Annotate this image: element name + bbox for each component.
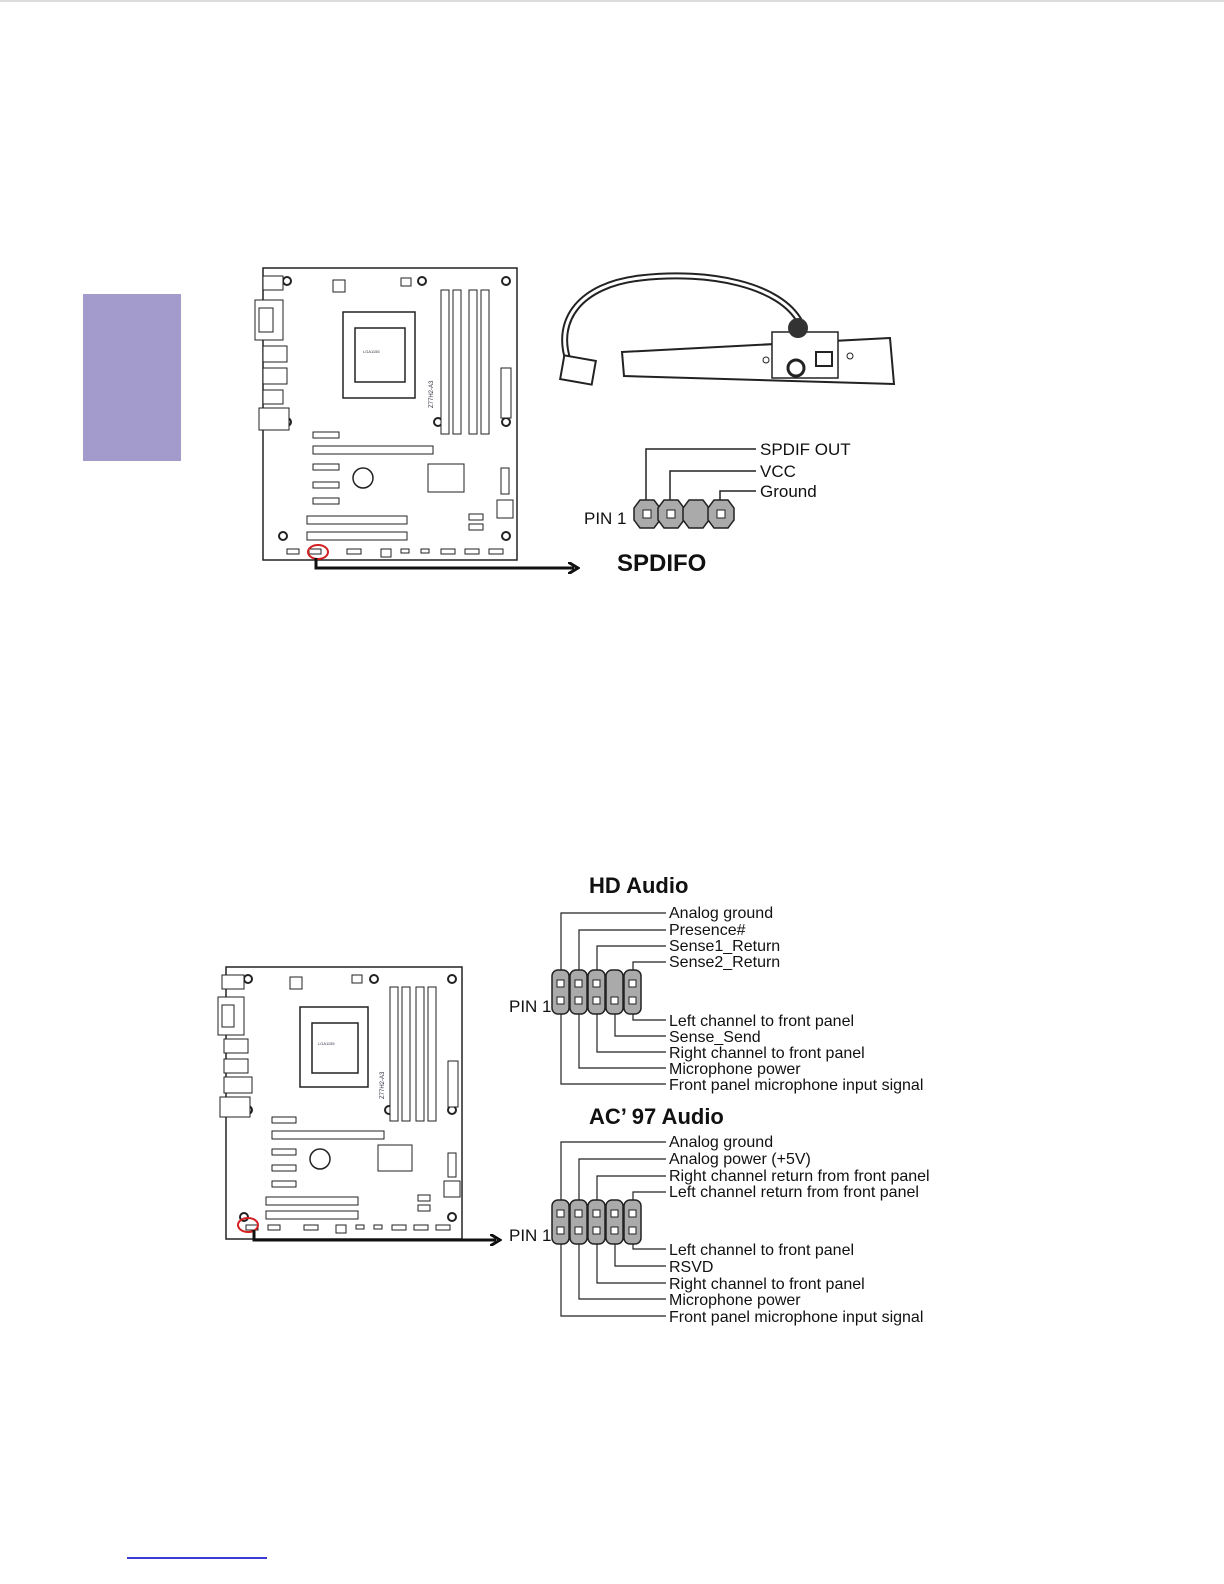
ac97-label-analog-ground: Analog ground	[669, 1134, 773, 1151]
cpu-socket-label: LGA1155	[363, 349, 380, 354]
ac97-label-mic-input: Front panel microphone input signal	[669, 1309, 923, 1326]
spdif-vcc-label: VCC	[760, 462, 796, 481]
spdifo-pinout: SPDIF OUT VCC Ground PIN 1 SPDIFO	[584, 440, 851, 577]
ac97-audio-title: AC’ 97 Audio	[589, 1104, 724, 1129]
audio-pointer-arrow	[252, 1230, 496, 1240]
chapter-side-tab	[83, 294, 181, 461]
ac97-pin1-label: PIN 1	[509, 1226, 552, 1245]
hd-label-sense1-return: Sense1_Return	[669, 938, 780, 955]
hd-label-right-channel: Right channel to front panel	[669, 1045, 865, 1062]
ac97-label-right-return: Right channel return from front panel	[669, 1168, 930, 1185]
cpu-socket-label-2: LGA1155	[318, 1041, 335, 1046]
ac97-label-left-return: Left channel return from front panel	[669, 1184, 919, 1201]
top-border	[0, 0, 1224, 2]
hd-audio-pinout: HD Audio PIN 1	[509, 873, 923, 1094]
hd-label-presence: Presence#	[669, 922, 746, 939]
spdifo-title: SPDIFO	[617, 550, 706, 577]
spdif-out-label: SPDIF OUT	[760, 440, 851, 459]
hd-label-mic-input: Front panel microphone input signal	[669, 1077, 923, 1094]
spdif-ground-label: Ground	[760, 482, 817, 501]
ac97-label-rsvd: RSVD	[669, 1259, 713, 1276]
spdif-pin1-label: PIN 1	[584, 509, 627, 528]
ac97-label-analog-power: Analog power (+5V)	[669, 1151, 811, 1168]
board-model-label: Z77H2-A3	[429, 380, 435, 408]
ac97-label-left-channel: Left channel to front panel	[669, 1242, 854, 1259]
hd-label-sense-send: Sense_Send	[669, 1029, 761, 1046]
ac97-audio-pinout: AC’ 97 Audio PIN 1	[509, 1104, 930, 1326]
motherboard-diagram-top: LGA1155 Z77H2-A3	[254, 267, 518, 561]
board-model-label-2: Z77H2-A3	[380, 1071, 386, 1099]
motherboard-diagram-bottom: LGA1155 Z77H2-A3	[217, 966, 463, 1240]
hd-audio-title: HD Audio	[589, 873, 688, 898]
spdif-bracket-illustration	[559, 272, 896, 386]
ac97-label-right-channel: Right channel to front panel	[669, 1276, 865, 1293]
hd-audio-pin1-label: PIN 1	[509, 997, 552, 1016]
spdif-pointer-arrow	[314, 558, 574, 568]
hd-label-analog-ground: Analog ground	[669, 905, 773, 922]
footer-rule	[127, 1557, 267, 1559]
audio-header-highlight	[237, 1217, 259, 1233]
hd-label-left-channel: Left channel to front panel	[669, 1013, 854, 1030]
hd-label-sense2-return: Sense2_Return	[669, 954, 780, 971]
ac97-label-mic-power: Microphone power	[669, 1292, 801, 1309]
spdif-header-highlight	[307, 544, 329, 560]
hd-label-mic-power: Microphone power	[669, 1061, 801, 1078]
